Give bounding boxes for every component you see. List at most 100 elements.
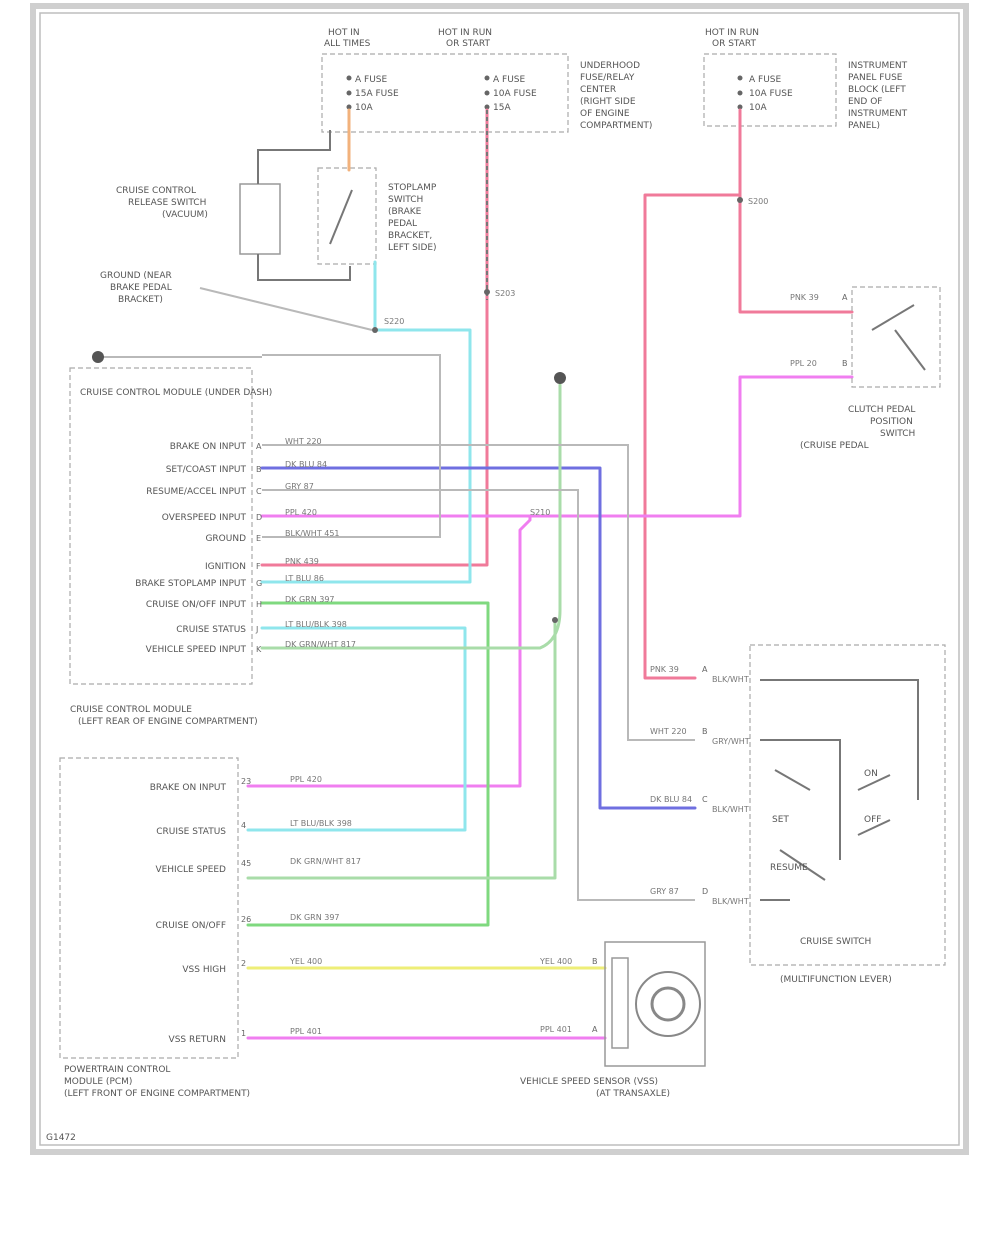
pcm-pin-label: CRUISE ON/OFF <box>156 921 226 931</box>
pcm-pin-label: VEHICLE SPEED <box>155 865 226 875</box>
underhood-box-note: UNDERHOOD FUSE/RELAY CENTER (RIGHT SIDE … <box>580 61 652 131</box>
pcm-title: POWERTRAIN CONTROL <box>64 1065 170 1075</box>
cruise-module-wire-label: LT BLU/BLK 398 <box>285 620 347 629</box>
label-line: PEDAL <box>388 219 417 229</box>
switch-state-label: OFF <box>864 815 881 825</box>
cruise-switch-wire-label: WHT 220 <box>650 727 687 736</box>
cruise-switch: SET RESUME ON OFF CRUISE SWITCH (MULTIFU… <box>650 644 946 985</box>
splice-dot <box>552 617 558 623</box>
splice-dot <box>737 197 743 203</box>
label-line: (CRUISE PEDAL <box>800 441 869 451</box>
valve-hose-top <box>257 130 331 184</box>
pcm-pin-label: VSS RETURN <box>169 1035 226 1045</box>
note-line: OF ENGINE <box>580 109 630 119</box>
label-line: BRACKET) <box>118 295 163 305</box>
clutch-wire-label: PNK 39 <box>790 293 819 302</box>
vss-pin: A <box>592 1025 598 1034</box>
vss-connector <box>611 957 629 1049</box>
ip-fuse-box: HOT IN RUN OR START A FUSE 10A FUSE 10A … <box>703 28 908 131</box>
clutch-switch-outline <box>851 286 941 388</box>
cruise-switch-contact <box>779 849 826 881</box>
cruise-module-pin-letter: J <box>255 625 258 634</box>
cruise-module-pin-letter: F <box>256 562 261 571</box>
note-line: PANEL) <box>848 121 880 131</box>
underhood-fuse-box: HOT IN ALL TIMES HOT IN RUN OR START A F… <box>321 28 652 133</box>
clutch-pin: A <box>842 293 848 302</box>
fuse-row-mid-1: A FUSE <box>493 75 525 85</box>
clutch-pin: B <box>842 359 848 368</box>
splice-label: S220 <box>384 317 404 326</box>
label-line: (BRAKE <box>388 207 422 217</box>
vss-label: VEHICLE SPEED SENSOR (VSS) <box>520 1077 658 1087</box>
cruise-switch-outline <box>749 644 946 966</box>
fuse-terminal <box>346 75 352 81</box>
label-line: BRACKET, <box>388 231 432 241</box>
fuse-row-left-1: A FUSE <box>355 75 387 85</box>
cruise-module-wire-label: LT BLU 86 <box>285 574 324 583</box>
fuse-header-2-line1: HOT IN RUN <box>438 28 492 38</box>
pcm-pin-label: BRAKE ON INPUT <box>150 783 227 793</box>
wire-gray-resume <box>262 489 695 901</box>
fuse-terminal <box>484 104 490 110</box>
pcm-pin-number: 45 <box>241 859 251 868</box>
note-line: INSTRUMENT <box>848 61 908 71</box>
pcm-wire-label: YEL 400 <box>289 957 322 966</box>
note-line: INSTRUMENT <box>848 109 908 119</box>
cruise-switch-pin: D <box>702 887 708 896</box>
cruise-switch-wire-label: GRY 87 <box>650 887 679 896</box>
note-line: FUSE/RELAY <box>580 73 635 83</box>
fuse-terminal <box>484 75 490 81</box>
splice-label: S200 <box>748 197 768 206</box>
pcm-pin-number: 23 <box>241 777 251 786</box>
fuse-header-3-line1: HOT IN RUN <box>705 28 759 38</box>
outer-frame <box>30 3 969 1155</box>
label-line: GROUND (NEAR <box>100 271 172 281</box>
cruise-module-pin-label: GROUND <box>205 534 246 544</box>
clutch-wire-label: PPL 20 <box>790 359 817 368</box>
ground-point <box>554 372 566 384</box>
switch-state-label: SET <box>772 815 789 825</box>
wire-blue-setcoast <box>260 466 697 810</box>
cruise-module-pin-label: IGNITION <box>205 562 246 572</box>
valve-hose-bottom <box>257 254 351 281</box>
cruise-switch-pin: A <box>702 665 708 674</box>
splices: S203 S200 S220 S210 <box>92 197 768 623</box>
cruise-switch-connector-tag: BLK/WHT <box>712 805 749 814</box>
release-valve-body <box>239 183 281 255</box>
pcm-wire-label: PPL 420 <box>290 775 322 784</box>
fuse-terminal <box>737 75 743 81</box>
cruise-switch-internal <box>760 679 919 800</box>
fuse-terminal <box>484 90 490 96</box>
cruise-switch-pin: C <box>702 795 708 804</box>
wire-pink-ignition <box>260 108 489 567</box>
wire-magenta-pcm <box>246 514 562 788</box>
cruise-module-pin-letter: D <box>256 513 262 522</box>
cruise-module-wire-label: PNK 439 <box>285 557 319 566</box>
splice-label: S203 <box>495 289 515 298</box>
splice-dot <box>372 327 378 333</box>
label-line: STOPLAMP <box>388 183 437 193</box>
note-line: COMPARTMENT) <box>580 121 652 131</box>
vss-label: (AT TRANSAXLE) <box>596 1089 670 1099</box>
splice-label: S210 <box>530 508 550 517</box>
cruise-switch-contact <box>857 819 891 836</box>
switch-state-label: ON <box>864 769 878 779</box>
cruise-switch-pin: B <box>702 727 708 736</box>
ip-fuse-box-outline <box>703 53 837 127</box>
cruise-module-pin-label: SET/COAST INPUT <box>166 465 247 475</box>
cruise-module-pin-letter: A <box>256 442 262 451</box>
label-line: BRAKE PEDAL <box>110 283 172 293</box>
pcm-pin-number: 1 <box>241 1029 246 1038</box>
wires <box>95 108 854 1040</box>
fuse-row-right-2: 10A FUSE <box>749 89 793 99</box>
left-component-label: CRUISE CONTROL RELEASE SWITCH (VACUUM) <box>116 186 208 220</box>
cruise-module-pin-letter: H <box>256 600 262 609</box>
cruise-module-pin-label: BRAKE STOPLAMP INPUT <box>135 579 246 589</box>
cruise-module-wire-label: DK BLU 84 <box>285 460 327 469</box>
wire-lightgreen-pcm <box>246 618 557 880</box>
fuse-terminal <box>346 90 352 96</box>
